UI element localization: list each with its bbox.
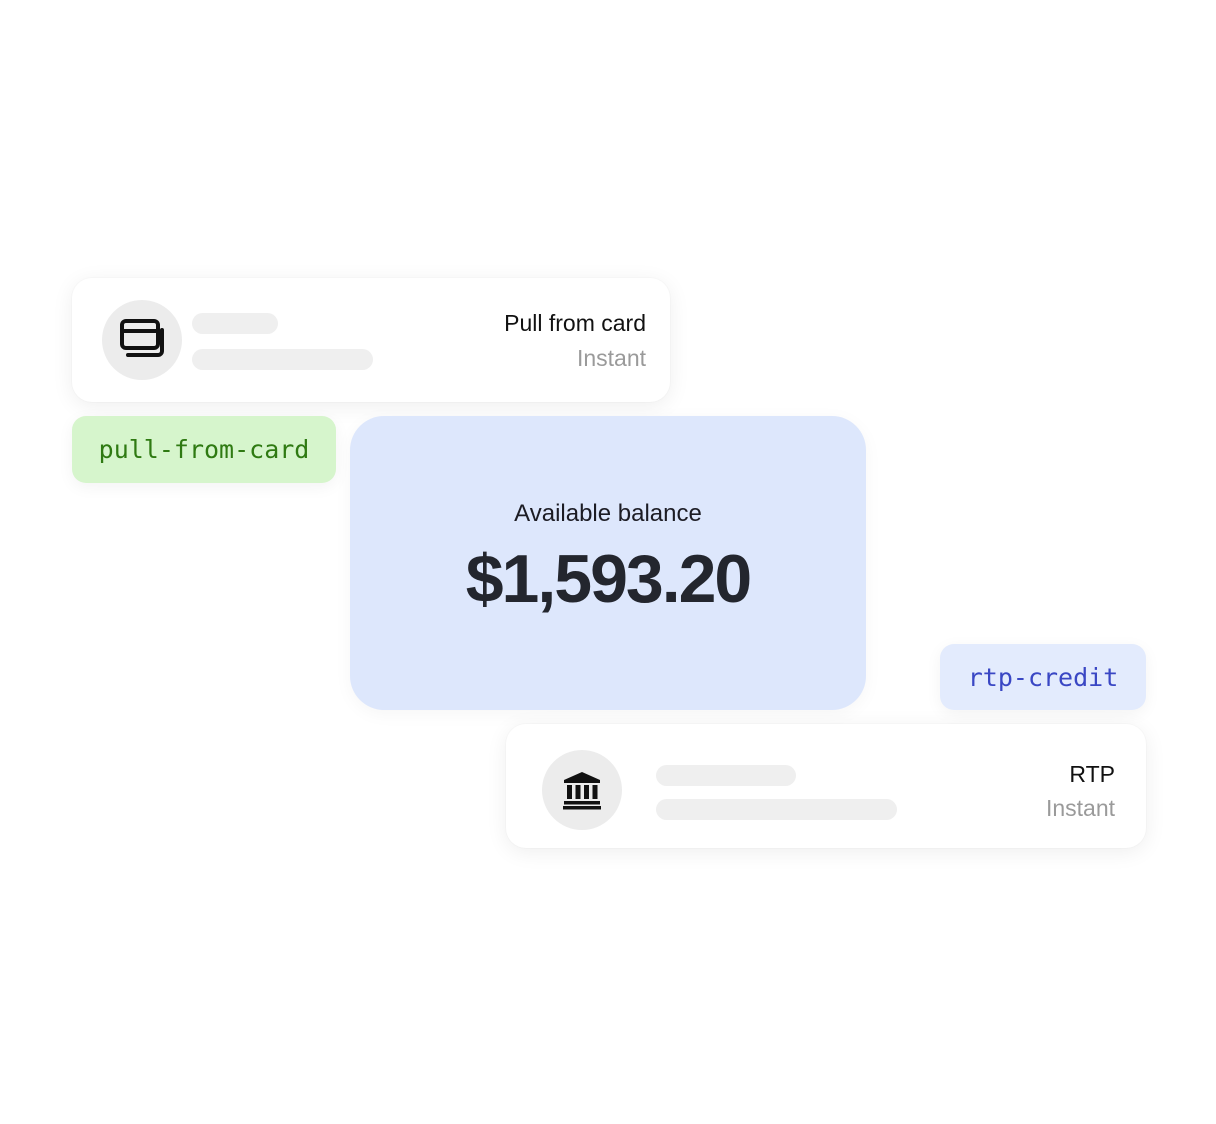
placeholder-line-long (192, 349, 373, 370)
card-icon-container (102, 300, 182, 380)
placeholder-line-short (192, 313, 278, 334)
payment-method-title: Pull from card (504, 310, 646, 336)
placeholder-line-short (656, 765, 796, 786)
available-balance-card: Available balance $1,593.20 (350, 416, 866, 710)
payment-method-title: RTP (1069, 761, 1115, 787)
rtp-credit-tag: rtp-credit (940, 644, 1146, 710)
balance-label: Available balance (514, 500, 702, 527)
payment-method-speed: Instant (576, 345, 646, 371)
pull-from-card-method-card[interactable]: Pull from card Instant (72, 278, 670, 402)
card-stack-icon (120, 319, 164, 357)
placeholder-line-long (656, 799, 897, 820)
bank-icon-container (542, 750, 622, 830)
payment-method-speed: Instant (1045, 795, 1115, 821)
pull-from-card-tag: pull-from-card (72, 416, 336, 483)
balance-amount: $1,593.20 (465, 541, 753, 617)
rtp-method-card[interactable]: RTP Instant (506, 724, 1146, 848)
bank-icon (563, 772, 601, 810)
